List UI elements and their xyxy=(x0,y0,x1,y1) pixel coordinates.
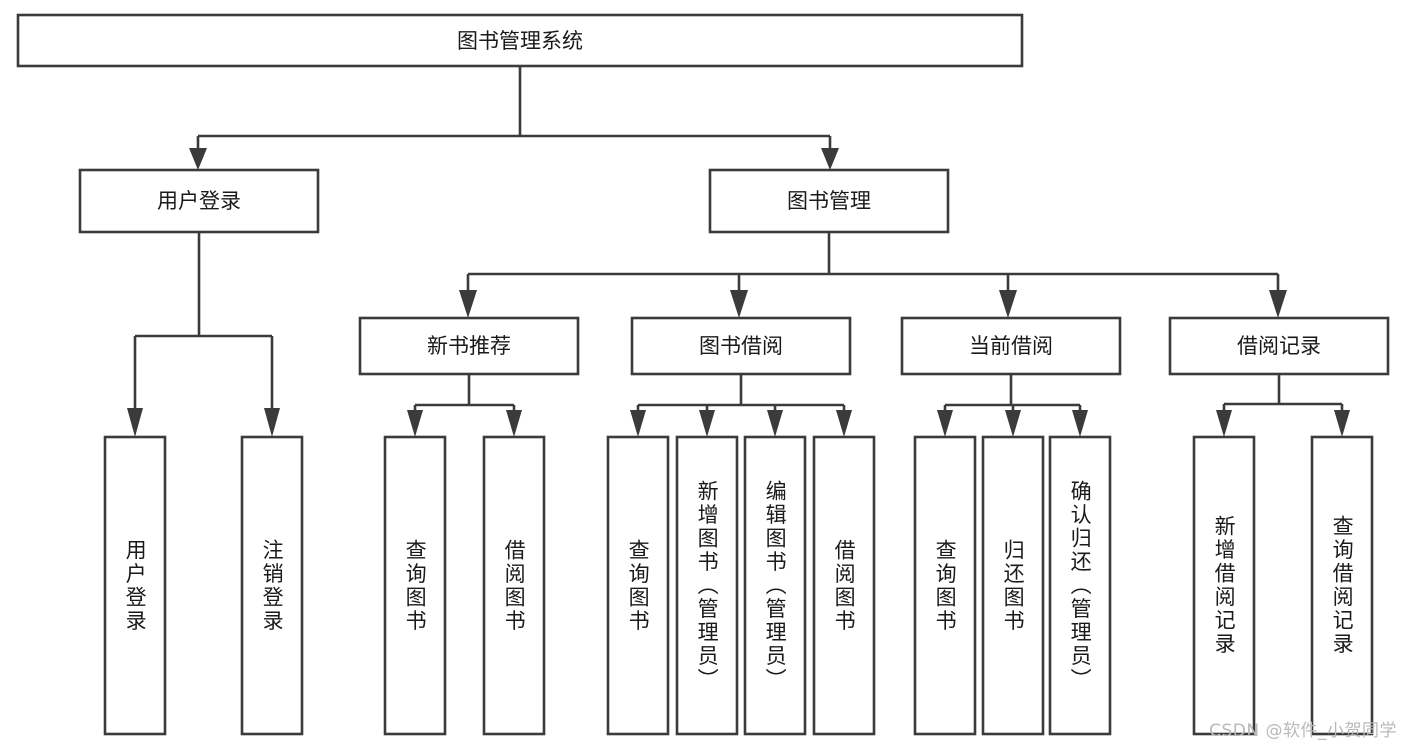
arrowhead-current-borrow-leaf-2 xyxy=(1005,410,1021,437)
node-book-borrow-label: 图书借阅 xyxy=(699,334,783,358)
arrowhead-user-login-leaf-1 xyxy=(127,408,143,437)
node-borrow-record-label: 借阅记录 xyxy=(1237,334,1321,358)
node-user-login-label: 用户登录 xyxy=(157,189,241,213)
node-root-label: 图书管理系统 xyxy=(457,29,583,53)
arrowhead-book-borrow-leaf-2 xyxy=(699,410,715,437)
leaf-box-borrow-book-a[interactable] xyxy=(482,435,546,736)
leaf-box-query-book-c[interactable] xyxy=(913,435,977,736)
leaf-box-query-book-b[interactable] xyxy=(606,435,670,736)
node-new-book-recommend-label: 新书推荐 xyxy=(427,334,511,358)
node-borrow-record[interactable] xyxy=(1168,316,1390,376)
node-book-management[interactable] xyxy=(708,168,950,234)
arrowhead-root-to-book-manage xyxy=(821,148,839,170)
arrowhead-user-login-leaf-2 xyxy=(264,408,280,437)
arrowhead-new-book-rec-leaf-1 xyxy=(407,410,423,437)
leaf-box-query-borrow-record[interactable] xyxy=(1310,435,1374,736)
arrowhead-book-borrow-leaf-1 xyxy=(630,410,646,437)
leaf-box-query-book-a[interactable] xyxy=(383,435,447,736)
arrowhead-book-borrow-leaf-3 xyxy=(767,410,783,437)
node-current-borrow[interactable] xyxy=(900,316,1122,376)
leaf-box-user-login[interactable] xyxy=(103,435,167,736)
arrowhead-to-new-book-rec xyxy=(459,290,477,318)
node-book-management-label: 图书管理 xyxy=(787,189,871,213)
node-new-book-recommend[interactable] xyxy=(358,316,580,376)
arrowhead-borrow-record-leaf-1 xyxy=(1216,410,1232,437)
node-book-borrow[interactable] xyxy=(630,316,852,376)
leaf-box-logout[interactable] xyxy=(240,435,304,736)
watermark-text: CSDN @软件_小贺同学 xyxy=(1209,721,1397,741)
arrowhead-current-borrow-leaf-3 xyxy=(1072,410,1088,437)
arrowhead-borrow-record-leaf-2 xyxy=(1334,410,1350,437)
arrowhead-to-borrow-record xyxy=(1269,290,1287,318)
node-root-book-management-system[interactable] xyxy=(16,13,1024,68)
arrowhead-book-borrow-leaf-4 xyxy=(836,410,852,437)
leaf-box-edit-book-admin[interactable] xyxy=(743,435,807,736)
arrowhead-to-book-borrow xyxy=(730,290,748,318)
arrowhead-new-book-rec-leaf-2 xyxy=(506,410,522,437)
node-current-borrow-label: 当前借阅 xyxy=(969,334,1053,358)
arrowhead-to-current-borrow xyxy=(999,290,1017,318)
leaf-box-borrow-book-b[interactable] xyxy=(812,435,876,736)
leaf-box-add-borrow-record[interactable] xyxy=(1192,435,1256,736)
leaf-box-confirm-return-admin[interactable] xyxy=(1048,435,1112,736)
arrowhead-current-borrow-leaf-1 xyxy=(937,410,953,437)
leaf-box-return-book[interactable] xyxy=(981,435,1045,736)
arrowhead-root-to-user-login xyxy=(189,148,207,170)
leaf-box-add-book-admin[interactable] xyxy=(675,435,739,736)
